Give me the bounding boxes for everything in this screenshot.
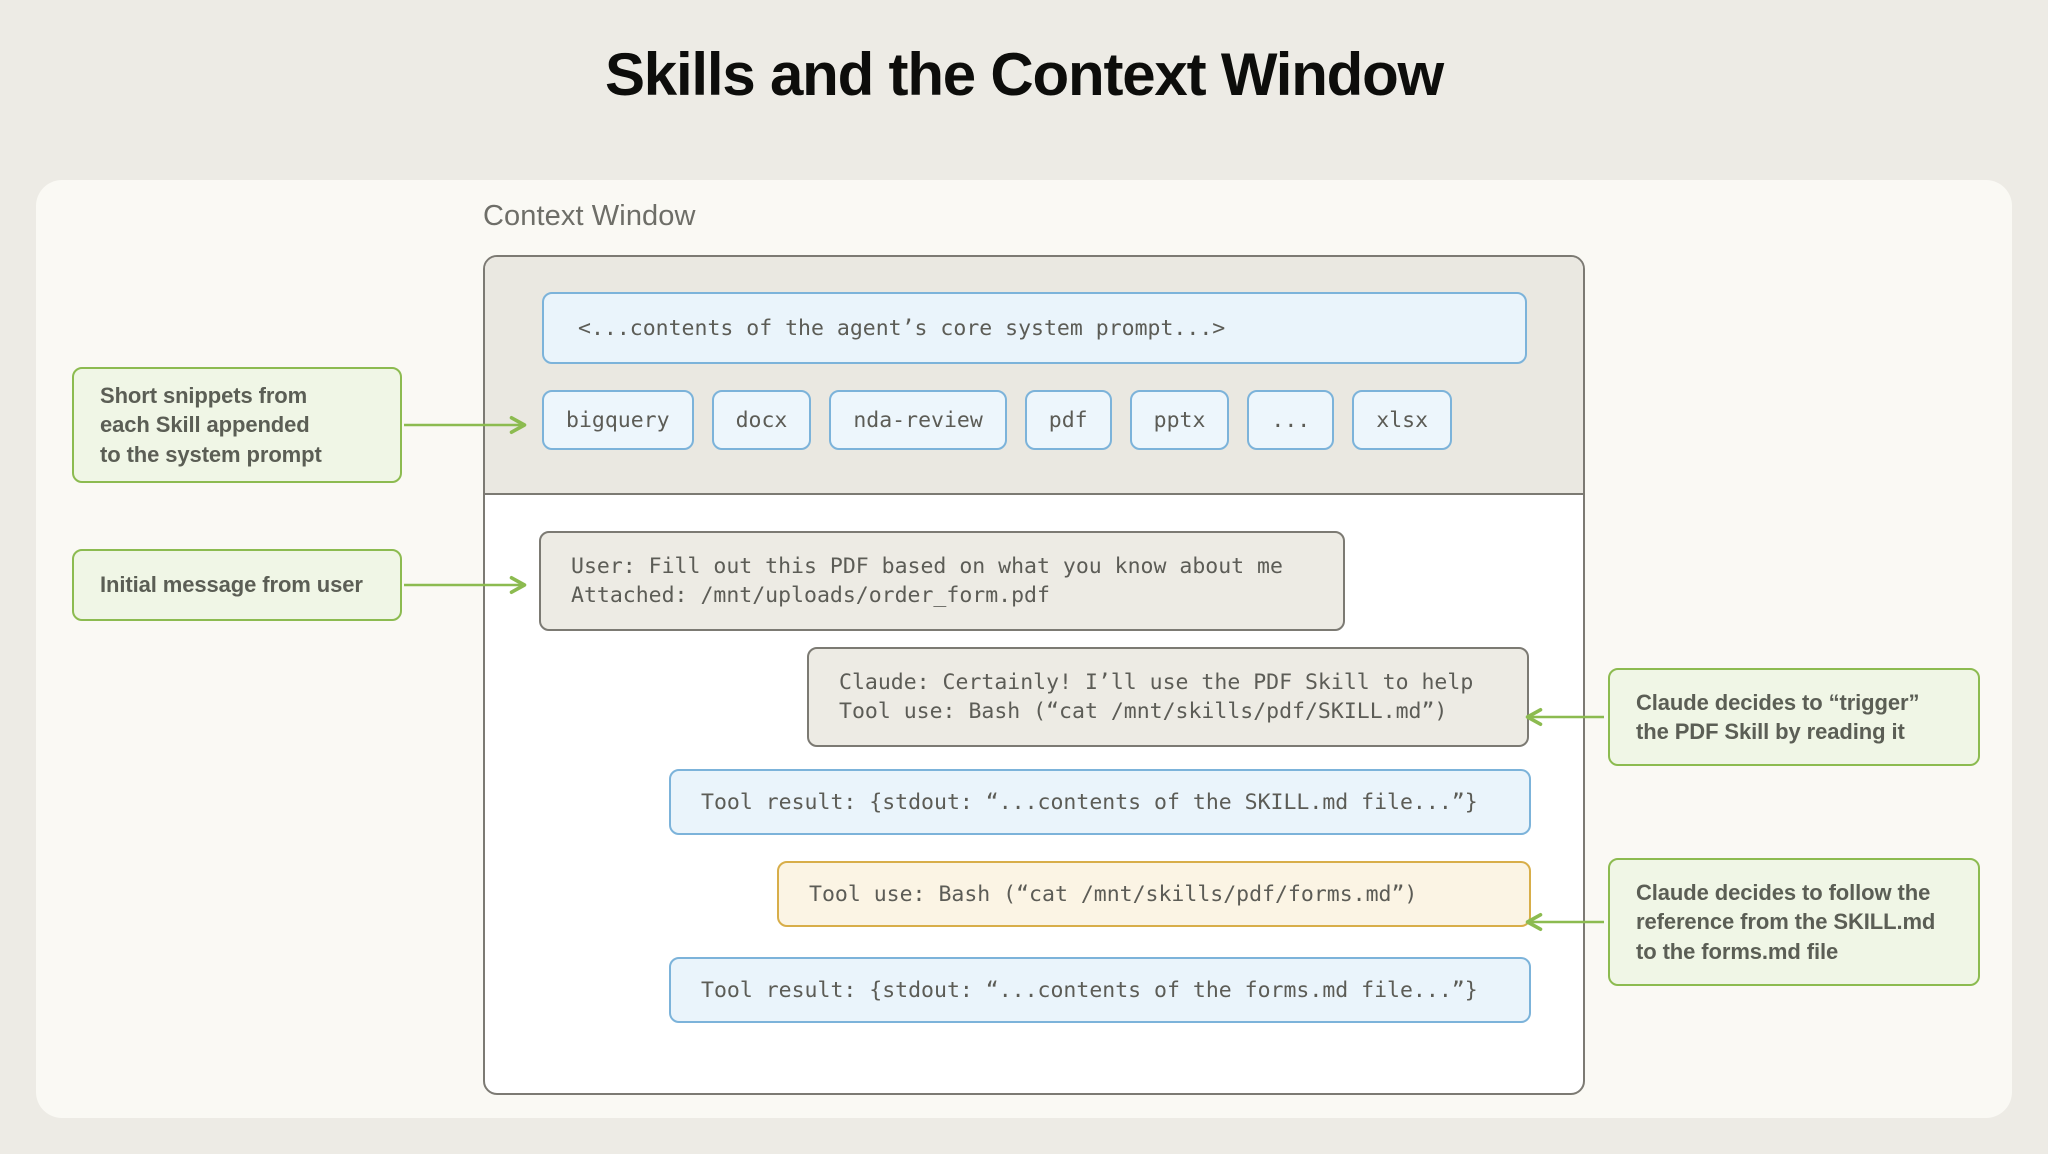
skill-chip-list: bigquery docx nda-review pdf pptx ... xl…	[542, 390, 1453, 450]
page-title: Skills and the Context Window	[604, 41, 1444, 108]
context-window-label: Context Window	[483, 200, 696, 232]
note-initial-message: Initial message from user	[72, 549, 402, 621]
tool-result-forms-md-box: Tool result: {stdout: “...contents of th…	[669, 957, 1531, 1023]
tool-result-forms-md-text: Tool result: {stdout: “...contents of th…	[701, 977, 1478, 1003]
claude-message-line-2: Tool use: Bash (“cat /mnt/skills/pdf/SKI…	[839, 699, 1448, 724]
note-follow-reference: Claude decides to follow the reference f…	[1608, 858, 1980, 986]
skill-chip-nda-review[interactable]: nda-review	[829, 390, 1007, 450]
note-skill-snippets-line-2: each Skill appended	[100, 412, 310, 438]
user-message-line-1: User: Fill out this PDF based on what yo…	[571, 554, 1283, 579]
note-follow-line-1: Claude decides to follow the	[1636, 879, 1931, 905]
note-initial-message-line-1: Initial message from user	[100, 572, 363, 598]
note-follow-line-2: reference from the SKILL.md	[1636, 909, 1936, 935]
user-message-box: User: Fill out this PDF based on what yo…	[539, 531, 1345, 631]
note-follow-line-3: to the forms.md file	[1636, 938, 1839, 964]
skill-chip-docx[interactable]: docx	[711, 390, 812, 450]
skill-chip-bigquery[interactable]: bigquery	[542, 390, 694, 450]
skill-chip-xlsx[interactable]: xlsx	[1352, 390, 1453, 450]
context-window-frame: <...contents of the agent’s core system …	[483, 255, 1585, 1095]
note-skill-snippets-line-3: to the system prompt	[100, 441, 322, 467]
claude-message-line-1: Claude: Certainly! I’ll use the PDF Skil…	[839, 670, 1474, 695]
tool-use-forms-md-box: Tool use: Bash (“cat /mnt/skills/pdf/for…	[777, 861, 1531, 927]
user-message-line-2: Attached: /mnt/uploads/order_form.pdf	[571, 583, 1050, 608]
system-prompt-text: <...contents of the agent’s core system …	[578, 315, 1226, 341]
note-skill-snippets-line-1: Short snippets from	[100, 382, 308, 408]
note-trigger-pdf-skill: Claude decides to “trigger” the PDF Skil…	[1608, 668, 1980, 766]
claude-message-box: Claude: Certainly! I’ll use the PDF Skil…	[807, 647, 1529, 747]
skill-chip-ellipsis[interactable]: ...	[1247, 390, 1335, 450]
note-skill-snippets: Short snippets from each Skill appended …	[72, 367, 402, 483]
tool-use-forms-md-text: Tool use: Bash (“cat /mnt/skills/pdf/for…	[809, 881, 1418, 907]
note-trigger-line-2: the PDF Skill by reading it	[1636, 719, 1905, 744]
system-prompt-box: <...contents of the agent’s core system …	[542, 292, 1527, 364]
skill-chip-pdf[interactable]: pdf	[1024, 390, 1112, 450]
note-trigger-line-1: Claude decides to “trigger”	[1636, 689, 1920, 715]
skill-chip-pptx[interactable]: pptx	[1129, 390, 1230, 450]
tool-result-skill-md-box: Tool result: {stdout: “...contents of th…	[669, 769, 1531, 835]
tool-result-skill-md-text: Tool result: {stdout: “...contents of th…	[701, 789, 1478, 815]
